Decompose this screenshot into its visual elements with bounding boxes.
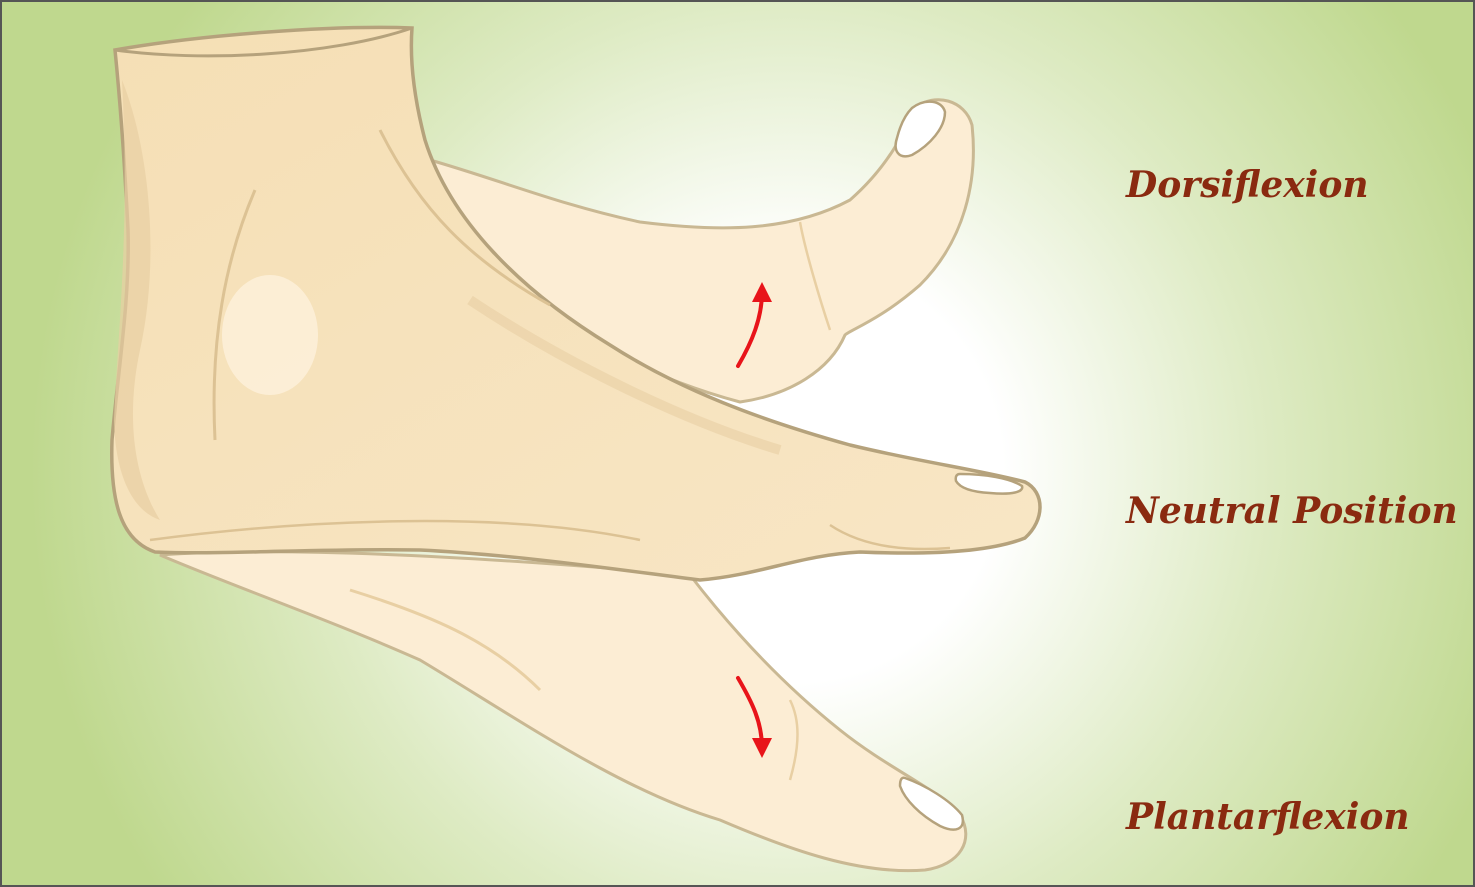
dorsiflexion-label: Dorsiflexion xyxy=(1126,167,1369,203)
plantarflexion-label: Plantarflexion xyxy=(1126,799,1410,835)
neutral-position-label: Neutral Position xyxy=(1126,493,1458,529)
